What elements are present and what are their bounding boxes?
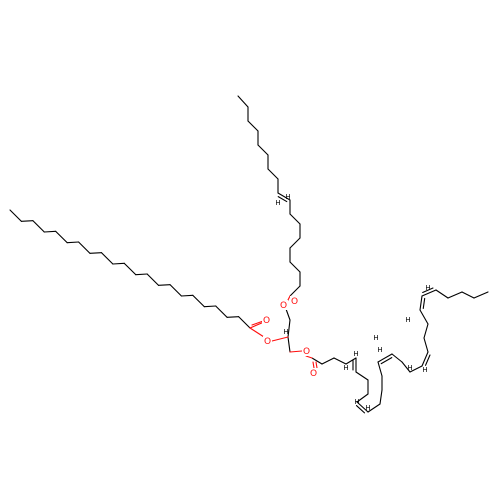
alkene-hydrogen-top-1: H xyxy=(285,193,290,201)
bottom-carbonyl-bond-2 xyxy=(315,361,318,369)
left-chain-bond-19 xyxy=(226,316,240,318)
left-chain-bond-9 xyxy=(112,262,125,265)
bottom-chain-bond-8 xyxy=(356,401,369,413)
bottom-chain-bond-19 xyxy=(423,323,429,339)
bottom-chain-bond-14 xyxy=(391,353,403,363)
double-bonds xyxy=(277,196,434,414)
glycerol-bond-1 xyxy=(287,319,291,338)
alkene-hydrogen-10: H xyxy=(425,284,430,292)
bottom-chain-bond-2 xyxy=(333,357,347,365)
bottom-chain-bond-17 xyxy=(421,351,429,367)
bottom-chain-bond-12 xyxy=(377,361,383,377)
bottom-ester-oxygen: O xyxy=(303,347,310,357)
bottom-chain-bond-7 xyxy=(356,393,369,403)
bottom-double-bond-3 xyxy=(380,357,393,365)
top-chain-bond-0 xyxy=(237,95,249,108)
left-carbonyl-bond-1 xyxy=(249,321,265,329)
alkene-hydrogen-3: H xyxy=(373,334,378,342)
bottom-chain-bond-3 xyxy=(345,357,357,365)
oxygen-atoms: O O O O O O xyxy=(262,296,318,379)
top-chain-bond-14 xyxy=(289,261,301,273)
top-chain-bond-2 xyxy=(247,120,259,132)
left-chain-bond-12 xyxy=(146,273,160,286)
bottom-chain-bond-13 xyxy=(377,353,393,363)
bottom-chain-bond-1 xyxy=(321,357,335,365)
bottom-double-bond-5 xyxy=(422,297,426,309)
bottom-chain-bond-16 xyxy=(409,365,423,373)
top-chain-bond-10 xyxy=(289,213,301,225)
bottom-chain-bond-24 xyxy=(447,291,463,299)
hydrogen-atoms: H H H H H H H H H H H H H xyxy=(275,193,430,412)
left-chain-bond-8 xyxy=(100,252,114,265)
bottom-chain-bond-26 xyxy=(473,291,489,299)
left-chain-bond-11 xyxy=(135,273,148,276)
bottom-double-bond-2 xyxy=(355,405,366,414)
bottom-chain-bond-9 xyxy=(367,403,381,413)
bottom-chain-bond-15 xyxy=(401,361,411,373)
top-carbonyl-oxygen: O xyxy=(291,297,298,307)
top-chain-double-bond xyxy=(277,196,288,203)
left-chain-bond-6 xyxy=(78,241,91,254)
bottom-chain-bond-22 xyxy=(421,289,437,297)
top-chain-bond-12 xyxy=(289,237,301,249)
top-chain-bond-6 xyxy=(267,168,279,180)
left-chain-bond-10 xyxy=(123,262,137,276)
top-chain-bond-8 xyxy=(277,192,291,201)
alkene-hydrogen-top-2: H xyxy=(275,199,280,207)
left-chain-bond-5 xyxy=(66,241,80,244)
alkene-hydrogen-5: H xyxy=(354,398,359,406)
left-ester-bond xyxy=(249,327,265,338)
left-carbonyl-oxygen: O xyxy=(263,316,270,326)
left-chain-bond-13 xyxy=(158,284,171,286)
bottom-chain-bond-5 xyxy=(355,371,369,381)
glycerol-ester-bond-bottom xyxy=(289,350,303,353)
bottom-chain-bond-25 xyxy=(461,291,475,299)
bottom-chain-bond-10 xyxy=(379,389,383,405)
left-chain-bond-7 xyxy=(89,252,102,254)
left-chain-bond-16 xyxy=(192,294,205,308)
bottom-carbonyl-oxygen: O xyxy=(310,369,317,379)
alkene-hydrogen-4: H xyxy=(377,346,382,354)
glycerol-bond-2 xyxy=(287,336,291,353)
left-chain-bond-0 xyxy=(9,209,22,222)
alkene-hydrogen-8: H xyxy=(407,364,412,372)
glycerol-ester-bond-left xyxy=(271,336,289,342)
left-chain-bond-2 xyxy=(32,220,45,233)
alkene-hydrogen-6: H xyxy=(365,404,370,412)
top-chain-bond-4 xyxy=(257,144,269,156)
bottom-chain-bond-23 xyxy=(435,289,449,299)
alkene-hydrogen-9: H xyxy=(422,366,427,374)
bottom-chain-bond-21 xyxy=(419,295,423,311)
alkene-hydrogen-1: H xyxy=(353,350,358,358)
left-chain-bond-3 xyxy=(43,230,57,233)
bottom-ester-bond xyxy=(305,355,313,359)
top-ester-ch2-bond xyxy=(285,308,291,321)
left-chain-bond-15 xyxy=(180,294,194,297)
top-ester-oxygen: O xyxy=(280,301,287,311)
bottom-carbonyl-bond-1 xyxy=(312,361,315,369)
bonds xyxy=(9,95,489,413)
bottom-chain-bond-18 xyxy=(423,337,429,353)
bottom-double-bond-6 xyxy=(422,287,434,294)
alkene-hydrogen-2: H xyxy=(343,364,348,372)
left-chain-bond-17 xyxy=(203,305,217,308)
left-chain-bond-14 xyxy=(169,284,182,297)
top-chain-bond-16 xyxy=(289,285,301,297)
bottom-chain-bond-0 xyxy=(311,357,323,365)
left-chain-bond-20 xyxy=(238,316,251,329)
left-chain-bond-18 xyxy=(215,305,228,318)
stereo-hydrogen: H xyxy=(283,328,288,336)
bottom-chain-bond-20 xyxy=(419,309,429,325)
bottom-double-bond-4 xyxy=(424,354,431,366)
left-ester-oxygen: O xyxy=(264,337,271,347)
left-chain-bond-1 xyxy=(20,220,34,222)
alkene-hydrogen-7: H xyxy=(405,316,410,324)
left-chain-bond-4 xyxy=(55,230,68,244)
